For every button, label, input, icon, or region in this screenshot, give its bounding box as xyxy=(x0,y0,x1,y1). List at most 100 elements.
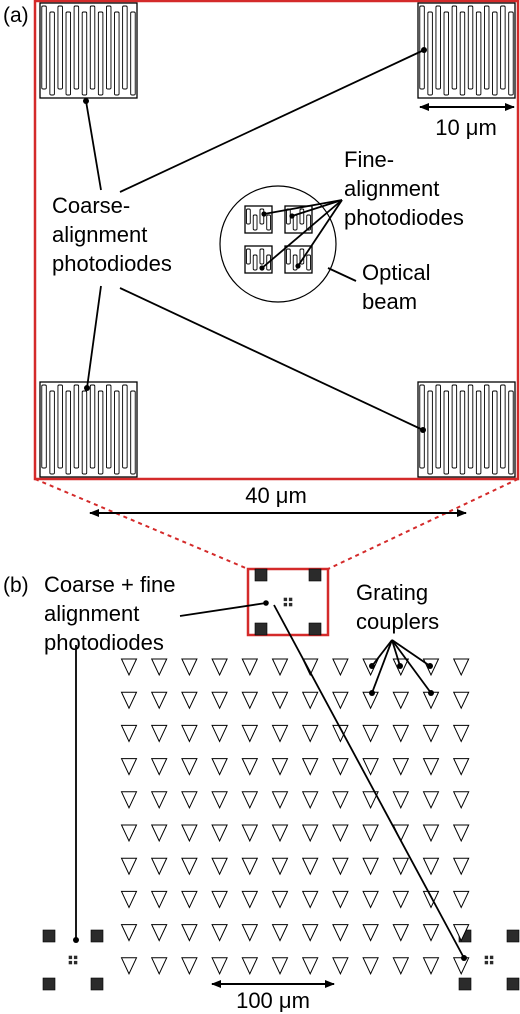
photodiode-top-right xyxy=(417,2,516,99)
grating-coupler xyxy=(211,791,228,809)
optical-beam-circle xyxy=(219,185,337,303)
grating-coupler xyxy=(150,924,168,942)
grating-coupler xyxy=(452,857,470,876)
grating-coupler xyxy=(422,824,440,843)
grating-coupler xyxy=(452,957,470,975)
grating-coupler xyxy=(332,791,349,809)
grating-coupler xyxy=(150,957,168,975)
photodiode-bottom-left xyxy=(39,381,138,478)
grating-coupler xyxy=(150,658,168,677)
grating-coupler xyxy=(120,724,138,743)
grating-coupler xyxy=(332,658,349,677)
grating-coupler xyxy=(271,691,289,710)
grating-coupler xyxy=(181,924,198,942)
grating-coupler xyxy=(271,857,289,876)
fine-label-line2: alignment xyxy=(344,176,439,201)
grating-coupler xyxy=(120,957,138,975)
grating-coupler xyxy=(181,758,198,776)
coarse-label-line3: photodiodes xyxy=(52,251,172,276)
grating-coupler xyxy=(241,758,259,776)
grating-coupler xyxy=(271,957,289,975)
grating-coupler xyxy=(271,658,289,677)
fine-photodiodes xyxy=(244,205,313,274)
grating-coupler xyxy=(452,791,470,809)
grating-coupler xyxy=(211,957,228,975)
coarse-label-line1: Coarse- xyxy=(52,193,130,218)
grating-coupler xyxy=(392,724,410,743)
grating-coupler xyxy=(332,691,349,710)
fine-photodiode-3 xyxy=(244,245,273,274)
grating-coupler xyxy=(181,890,198,909)
grating-coupler xyxy=(150,824,168,843)
scale-bar-40um-label: 40 μm xyxy=(245,483,307,508)
grating-coupler xyxy=(241,691,259,710)
grating-coupler xyxy=(332,924,349,942)
grating-coupler xyxy=(362,924,379,942)
grating-coupler xyxy=(181,691,198,710)
grating-coupler xyxy=(392,957,410,975)
grating-coupler xyxy=(271,890,289,909)
grating-label-line2: couplers xyxy=(356,609,439,634)
grating-coupler xyxy=(120,857,138,876)
grating-coupler xyxy=(150,758,168,776)
grating-coupler xyxy=(452,691,470,710)
grating-coupler xyxy=(332,890,349,909)
grating-coupler xyxy=(362,758,379,776)
grating-coupler xyxy=(211,924,228,942)
grating-coupler xyxy=(150,791,168,809)
photodiode-bottom-right xyxy=(417,381,516,478)
grating-coupler xyxy=(271,758,289,776)
grating-coupler xyxy=(120,691,138,710)
scale-bar-100um-label: 100 μm xyxy=(236,988,310,1013)
zoom-source-box xyxy=(246,567,330,637)
grating-label-line1: Grating xyxy=(356,580,428,605)
grating-coupler xyxy=(211,724,228,743)
grating-coupler xyxy=(301,691,319,710)
grating-coupler xyxy=(181,791,198,809)
grating-coupler xyxy=(271,924,289,942)
grating-coupler xyxy=(392,857,410,876)
grating-coupler xyxy=(241,957,259,975)
grating-coupler xyxy=(332,824,349,843)
leader-dots-b xyxy=(73,600,467,961)
grating-coupler xyxy=(211,691,228,710)
grating-coupler xyxy=(362,791,379,809)
grating-coupler xyxy=(241,791,259,809)
grating-coupler xyxy=(181,724,198,743)
grating-coupler xyxy=(422,957,440,975)
grating-coupler xyxy=(150,890,168,909)
grating-coupler xyxy=(241,724,259,743)
grating-coupler xyxy=(332,724,349,743)
grating-coupler xyxy=(362,890,379,909)
alignment-cluster-left xyxy=(42,929,104,991)
grating-coupler xyxy=(422,724,440,743)
grating-coupler xyxy=(150,857,168,876)
grating-coupler xyxy=(392,890,410,909)
grating-coupler xyxy=(181,857,198,876)
zoom-box xyxy=(33,0,520,481)
grating-coupler xyxy=(422,924,440,942)
grating-coupler xyxy=(271,791,289,809)
grating-coupler xyxy=(452,658,470,677)
fine-photodiode-1 xyxy=(244,205,273,234)
grating-coupler xyxy=(181,957,198,975)
grating-coupler xyxy=(241,890,259,909)
photodiode-top-left xyxy=(39,2,138,99)
grating-coupler xyxy=(211,890,228,909)
grating-coupler xyxy=(452,724,470,743)
grating-coupler xyxy=(362,724,379,743)
grating-coupler xyxy=(120,658,138,677)
grating-coupler xyxy=(362,824,379,843)
coarse-photodiodes-a xyxy=(39,2,516,478)
grating-coupler xyxy=(211,758,228,776)
grating-coupler xyxy=(301,957,319,975)
grating-coupler xyxy=(452,824,470,843)
fine-label-line3: photodiodes xyxy=(344,205,464,230)
alignment-label-line2: alignment xyxy=(44,601,139,626)
grating-coupler xyxy=(241,924,259,942)
grating-coupler xyxy=(301,824,319,843)
grating-coupler xyxy=(422,857,440,876)
grating-coupler-array xyxy=(120,658,470,975)
grating-coupler xyxy=(271,824,289,843)
